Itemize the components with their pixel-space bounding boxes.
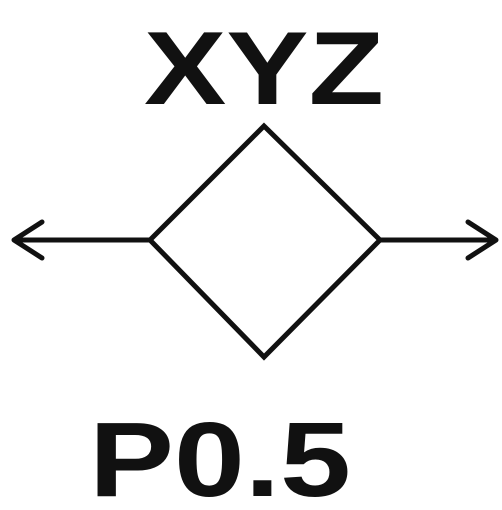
arrow-left-icon: [11, 219, 153, 261]
arrow-right-icon: [377, 219, 499, 261]
top-label: XYZ: [144, 11, 384, 127]
diamond-shape: [146, 122, 384, 361]
bottom-label: P0.5: [89, 401, 351, 510]
